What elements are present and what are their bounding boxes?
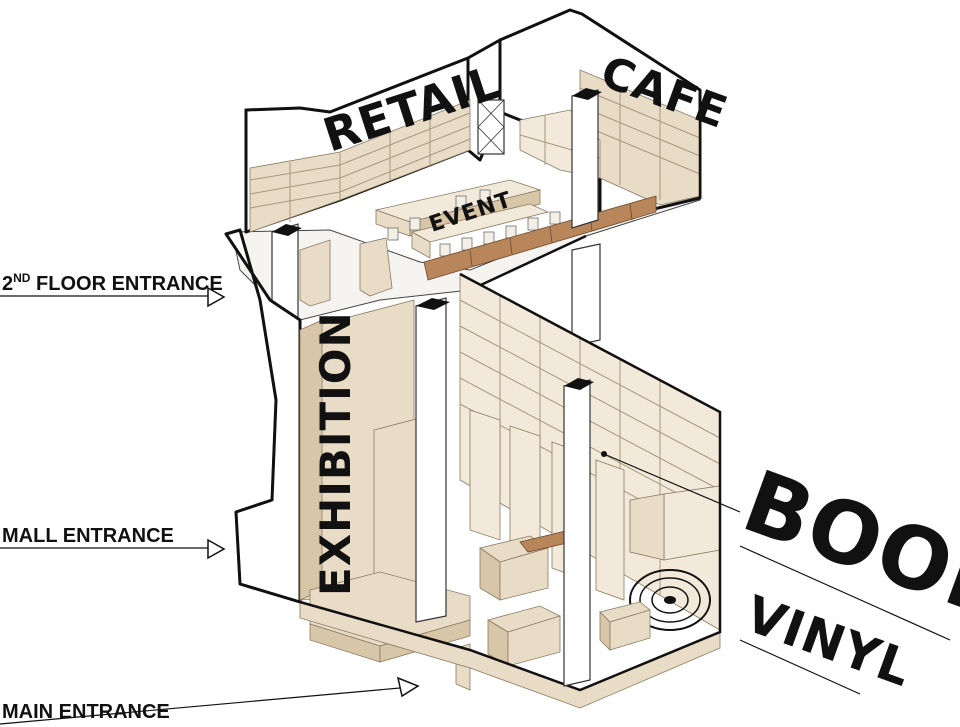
retail-shelving [249,99,471,233]
event-area [374,179,657,281]
event-chairs [387,189,561,257]
pillar-lower-left [415,297,450,623]
lower-outline [225,228,722,692]
second-floor-suffix: FLOOR ENTRANCE [30,273,222,295]
vinyl-display [629,485,721,631]
upper-outline [244,8,702,228]
books-pointer [601,451,741,513]
svg-text:2ND FLOOR ENTRANCE: 2ND FLOOR ENTRANCE [2,271,223,295]
mall-arrow-icon [207,538,226,560]
upper-door [477,99,505,155]
mall-entrance-label: MALL ENTRANCE [2,525,174,547]
second-floor-superscript: ND [13,271,31,285]
second-floor-arrow-icon [207,286,226,308]
entrance-main: MAIN ENTRANCE [0,676,420,725]
second-floor-prefix: 2 [2,273,13,295]
zone-label-exhibition: EXHIBITION [311,311,360,596]
pillar-upper-right [571,88,602,229]
main-entrance-label: MAIN ENTRANCE [2,701,170,723]
lower-floor [224,228,722,709]
entrance-second-floor: 2ND FLOOR ENTRANCE [0,271,226,308]
main-arrow-icon [396,676,420,698]
entrance-mall: MALL ENTRANCE [0,525,226,560]
pillar-lower-right [563,378,594,687]
